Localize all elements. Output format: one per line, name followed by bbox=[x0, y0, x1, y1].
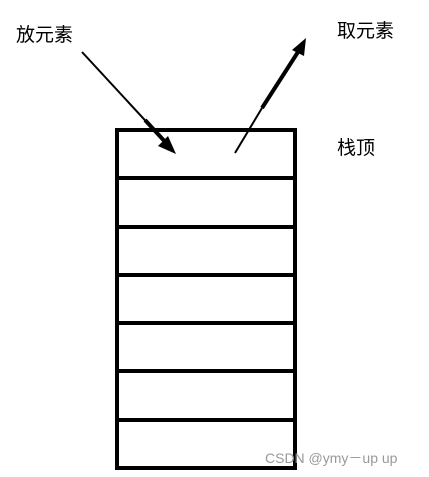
watermark: CSDN @ymy－up up bbox=[265, 450, 398, 466]
push-label: 放元素 bbox=[16, 24, 74, 46]
stack-dividers bbox=[117, 176, 295, 422]
pop-arrow-thick-part bbox=[260, 50, 300, 110]
stack-top-label: 栈顶 bbox=[337, 137, 376, 159]
push-arrow bbox=[81, 51, 176, 154]
stack-outline bbox=[115, 128, 297, 470]
push-arrowhead bbox=[158, 136, 176, 154]
pop-arrow bbox=[234, 38, 306, 154]
pop-arrow-shaft bbox=[234, 107, 263, 154]
pop-label: 取元素 bbox=[337, 20, 395, 42]
pop-arrowhead bbox=[292, 38, 306, 56]
